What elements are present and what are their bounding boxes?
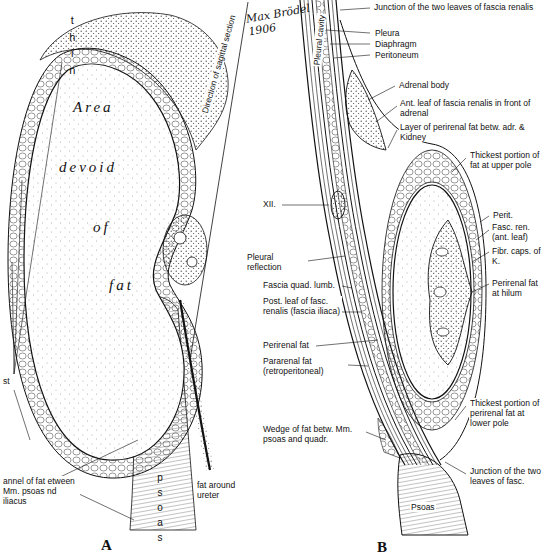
ureter-fat: [180, 300, 210, 470]
leader-lines: [282, 8, 489, 474]
region-label: of: [92, 218, 112, 236]
part-label: Thickest portion of fat at upper pole: [469, 150, 547, 170]
part-label: Perit.: [492, 210, 514, 220]
part-label: Junction of the two leaves of fascia ren…: [373, 2, 547, 12]
fibrous-capsule: [390, 182, 474, 402]
calyx: [437, 328, 449, 336]
part-label: Fascia quad. lumb.: [262, 280, 336, 290]
calyx: [436, 248, 448, 256]
vessel: [187, 257, 197, 267]
region-label: devoid: [58, 158, 118, 176]
part-label: Adrenal body: [398, 80, 450, 90]
direction-label: Direction of sagittal section: [200, 13, 238, 115]
part-label: psoas: [156, 470, 164, 545]
perirenal-fat: [382, 150, 482, 430]
part-label: Peritoneum: [374, 50, 419, 60]
rib-xii: [331, 191, 345, 219]
part-label: Pleura: [374, 28, 401, 38]
artist-signature: Max Brödel 1906: [244, 2, 315, 39]
part-label: Post. leaf of fasc. renalis (fascia ilia…: [262, 296, 342, 316]
part-label: Diaphragm: [374, 39, 418, 49]
panel-a-drawing: [8, 2, 248, 530]
leader-lines: [12, 62, 138, 520]
section-line: [190, 2, 248, 360]
part-label: Junction of the two leaves of fasc.: [469, 466, 547, 486]
region-label: Area: [72, 98, 115, 116]
part-label: Perirenal fat at hilum: [491, 278, 547, 298]
panel-letter: A: [100, 536, 113, 554]
hilum-vessels: [163, 215, 207, 285]
kidney: [393, 185, 471, 399]
renal-sinus: [428, 220, 472, 365]
part-label: Pleural cavity: [311, 13, 327, 66]
vessel: [174, 232, 186, 244]
part-label: Pleural reflection: [246, 252, 308, 272]
kidney-area-stipple: [24, 64, 184, 460]
panel-b-drawing: [282, 0, 489, 535]
part-label: Ant. leaf of fascia renalis in front of …: [399, 98, 547, 118]
calyx: [434, 287, 446, 297]
region-label: thin: [68, 12, 77, 78]
panel-letter: B: [376, 538, 388, 556]
part-label: Thickest portion of perirenal fat at low…: [469, 398, 547, 429]
part-label: st: [2, 376, 11, 386]
part-label: XII.: [262, 199, 277, 209]
part-label: annel of fat etween Mm. psoas nd iliacus: [2, 476, 80, 507]
part-label: Perirenal fat: [262, 340, 310, 350]
psoas-muscle: [398, 454, 468, 535]
part-label: Psoas: [410, 502, 436, 512]
region-label: fat: [108, 276, 135, 294]
fascia-renalis-anterior: [340, 20, 486, 460]
part-label: fat around ureter: [196, 480, 244, 500]
part-label: Fibr. caps. of K.: [491, 246, 547, 266]
ureter: [180, 300, 210, 470]
part-label: Fasc. ren. (ant. leaf): [491, 222, 547, 242]
kidney-area: [24, 64, 184, 460]
part-label: Layer of perirenal fat betw. adr. & Kidn…: [399, 122, 547, 142]
part-label: Pararenal fat (retroperitoneal): [262, 356, 346, 376]
part-label: Wedge of fat betw. Mm. psoas and quadr.: [262, 424, 366, 444]
